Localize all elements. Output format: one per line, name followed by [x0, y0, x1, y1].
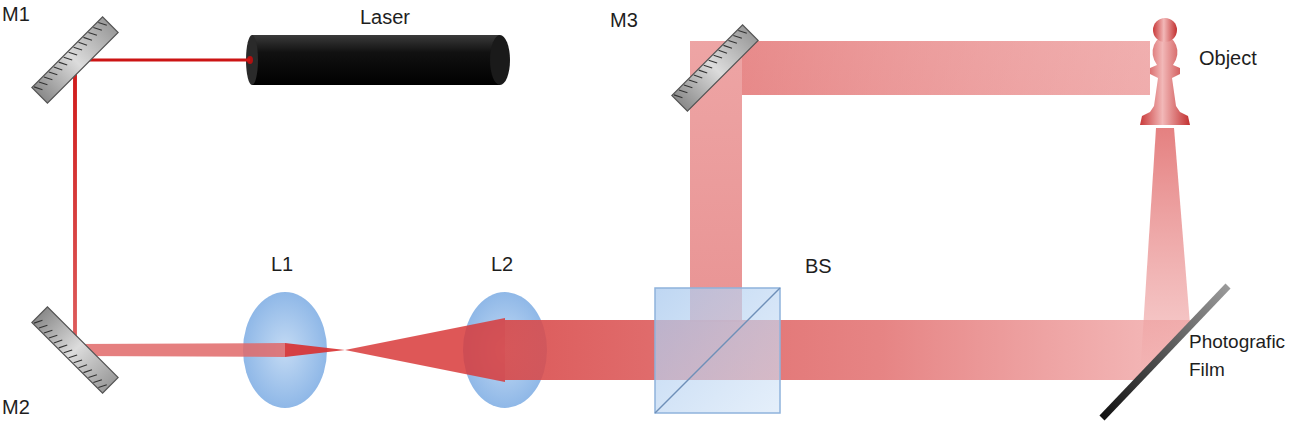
mirror-hatch — [88, 372, 96, 380]
laser-beam — [75, 60, 250, 350]
mirror-hatch — [64, 347, 72, 355]
object-reference-beam — [505, 320, 1194, 380]
mirror-hatch — [719, 47, 727, 55]
mirror-hatch — [74, 44, 82, 52]
mirror-hatch — [674, 92, 682, 100]
part-label: BS — [805, 252, 832, 281]
mirror-hatch — [39, 79, 47, 87]
laser-body — [246, 35, 510, 85]
pawn-object — [1140, 18, 1190, 125]
mirror-hatch — [44, 327, 52, 335]
mirror-hatch — [98, 382, 106, 390]
mirror-hatch — [689, 77, 697, 85]
mirror-hatch — [88, 30, 96, 38]
object-beam — [742, 41, 1150, 95]
mirror-hatch — [728, 38, 736, 46]
mirror-hatch — [49, 332, 57, 340]
laser-beam — [75, 343, 285, 357]
mirror-hatch — [44, 74, 52, 82]
part-label: Laser — [360, 3, 410, 32]
mirror-hatch — [34, 84, 42, 92]
beam-splitter — [655, 288, 780, 413]
object-beam — [690, 41, 1150, 322]
diverging-beam — [345, 318, 505, 382]
part-label: L2 — [491, 250, 513, 279]
mirror-hatch — [93, 377, 101, 385]
mirror-m3 — [672, 25, 758, 111]
mirror-hatch — [69, 352, 77, 360]
mirror-hatch — [39, 322, 47, 330]
mirror-hatch — [59, 342, 67, 350]
mirror-hatch — [74, 357, 82, 365]
mirror-hatch — [34, 317, 42, 325]
mirror-hatch — [98, 20, 106, 28]
scattered-beam — [1140, 128, 1190, 376]
mirror-hatch — [714, 52, 722, 60]
mirror-hatch — [694, 72, 702, 80]
mirror-hatch — [738, 28, 746, 36]
mirror-m2 — [32, 307, 118, 393]
mirror-hatch — [733, 33, 741, 41]
mirror-hatch — [59, 59, 67, 67]
part-label: Object — [1199, 44, 1257, 73]
part-label: M1 — [2, 0, 30, 29]
mirror-hatch — [64, 54, 72, 62]
mirror-hatch — [709, 57, 717, 65]
mirror-hatch — [54, 64, 62, 72]
mirror-hatch — [49, 69, 57, 77]
mirror-hatch — [83, 367, 91, 375]
laser-beam — [73, 60, 77, 350]
mirror-hatch — [83, 35, 91, 43]
mirror-hatch — [69, 49, 77, 57]
mirror-m1 — [32, 17, 118, 103]
mirror-hatch — [54, 337, 62, 345]
mirror-hatch — [704, 62, 712, 70]
mirror-hatch — [679, 87, 687, 95]
mirror-hatch — [684, 82, 692, 90]
part-label: M3 — [610, 6, 638, 35]
part-label: L1 — [271, 250, 293, 279]
mirror-hatch — [93, 25, 101, 33]
part-label: Photografic Film — [1189, 328, 1293, 383]
converging-beam — [285, 343, 345, 357]
mirror-hatch — [699, 67, 707, 75]
mirror-hatch — [79, 362, 87, 370]
part-label: M2 — [2, 393, 30, 422]
mirror-hatch — [79, 39, 87, 47]
mirror-hatch — [723, 43, 731, 51]
